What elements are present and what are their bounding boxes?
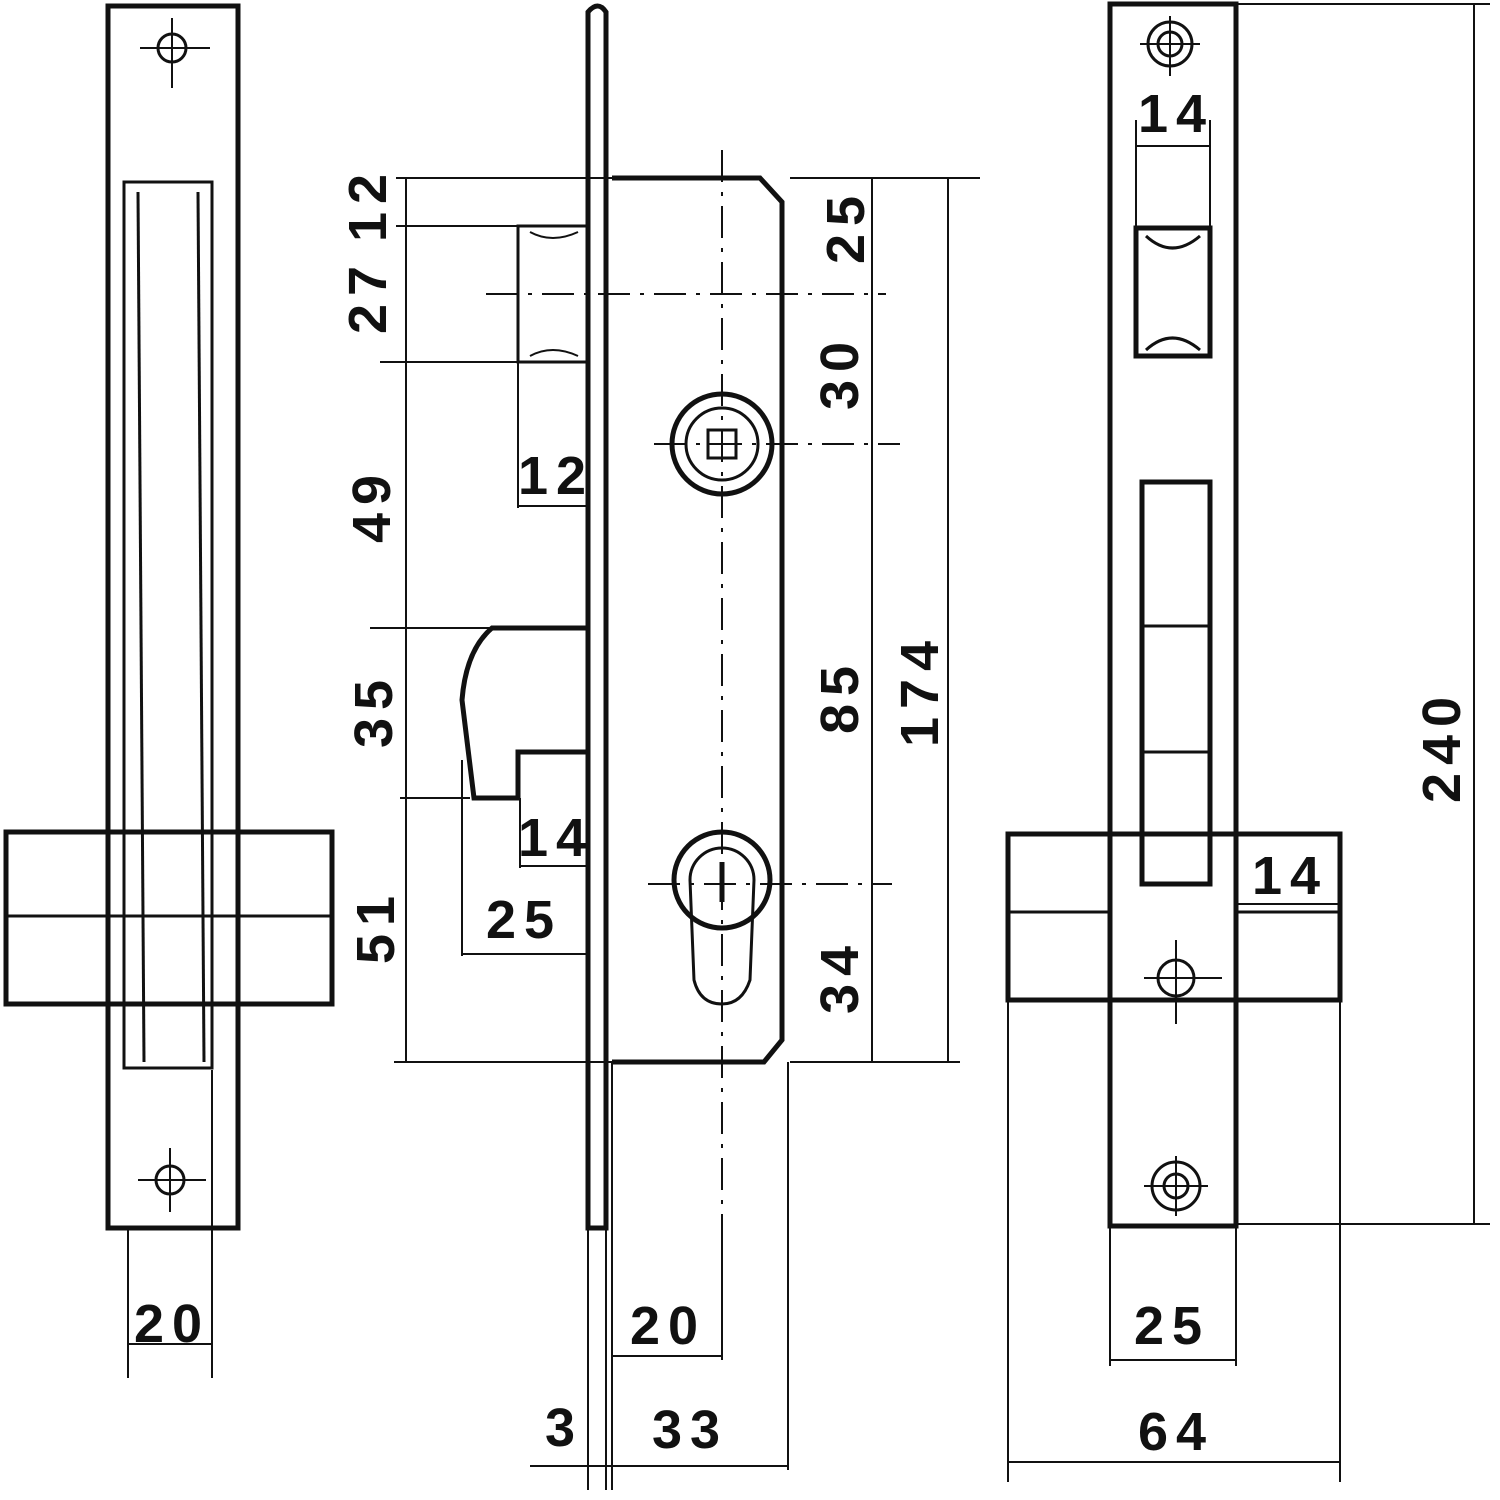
- right-dim-bolt-64: 64: [1138, 1402, 1214, 1462]
- dim-follower-49: 49: [342, 467, 402, 543]
- right-bolt-window: [1139, 479, 1213, 887]
- left-faceplate: [105, 3, 241, 1231]
- dim-follower-30: 30: [810, 334, 870, 410]
- lock-case: [612, 175, 785, 1065]
- center-faceplate: [585, 3, 609, 1231]
- left-bolt: [3, 829, 335, 1007]
- dim-case-174: 174: [890, 633, 950, 747]
- dim-backset-20: 20: [630, 1296, 706, 1356]
- dim-bolt-51: 51: [346, 888, 406, 964]
- latch-bolt: [459, 625, 588, 801]
- dim-bolt-25: 25: [486, 890, 562, 950]
- right-middle-screw-icon: [1144, 940, 1222, 1024]
- left-view: 20: [3, 3, 335, 1378]
- center-view: 12 27 49 35 51 12 14 25 25 30 85 34 174 …: [338, 3, 980, 1490]
- dim-latch-35: 35: [344, 672, 404, 748]
- right-dim-faceplate-25: 25: [1134, 1296, 1210, 1356]
- left-bottom-screw-icon: [138, 1148, 206, 1212]
- dim-case-33: 33: [652, 1400, 728, 1460]
- left-top-screw-icon: [140, 18, 210, 88]
- dim-latch-14: 14: [518, 808, 594, 868]
- right-dim-total-240: 240: [1412, 689, 1472, 803]
- dim-top-25: 25: [816, 188, 876, 264]
- right-latch-window: [1133, 225, 1213, 359]
- dim-follower-12: 12: [518, 446, 594, 506]
- right-dim-bolt-14: 14: [1252, 846, 1328, 906]
- dim-bottom-34: 34: [810, 938, 870, 1014]
- dim-center-85: 85: [810, 658, 870, 734]
- right-bottom-screw-icon: [1144, 1156, 1208, 1216]
- right-dim-latch-14: 14: [1138, 84, 1214, 144]
- right-faceplate: [1107, 1, 1239, 1229]
- dim-top-12: 12: [338, 166, 398, 242]
- right-view: 14 14 240 25 64: [1005, 1, 1490, 1482]
- dim-faceplate-3: 3: [545, 1398, 583, 1458]
- dim-top-27: 27: [338, 258, 398, 334]
- left-width-dim: 20: [134, 1294, 210, 1354]
- left-slot: [122, 180, 214, 1070]
- right-top-screw-icon: [1140, 16, 1200, 76]
- right-bolt: [1005, 831, 1343, 1003]
